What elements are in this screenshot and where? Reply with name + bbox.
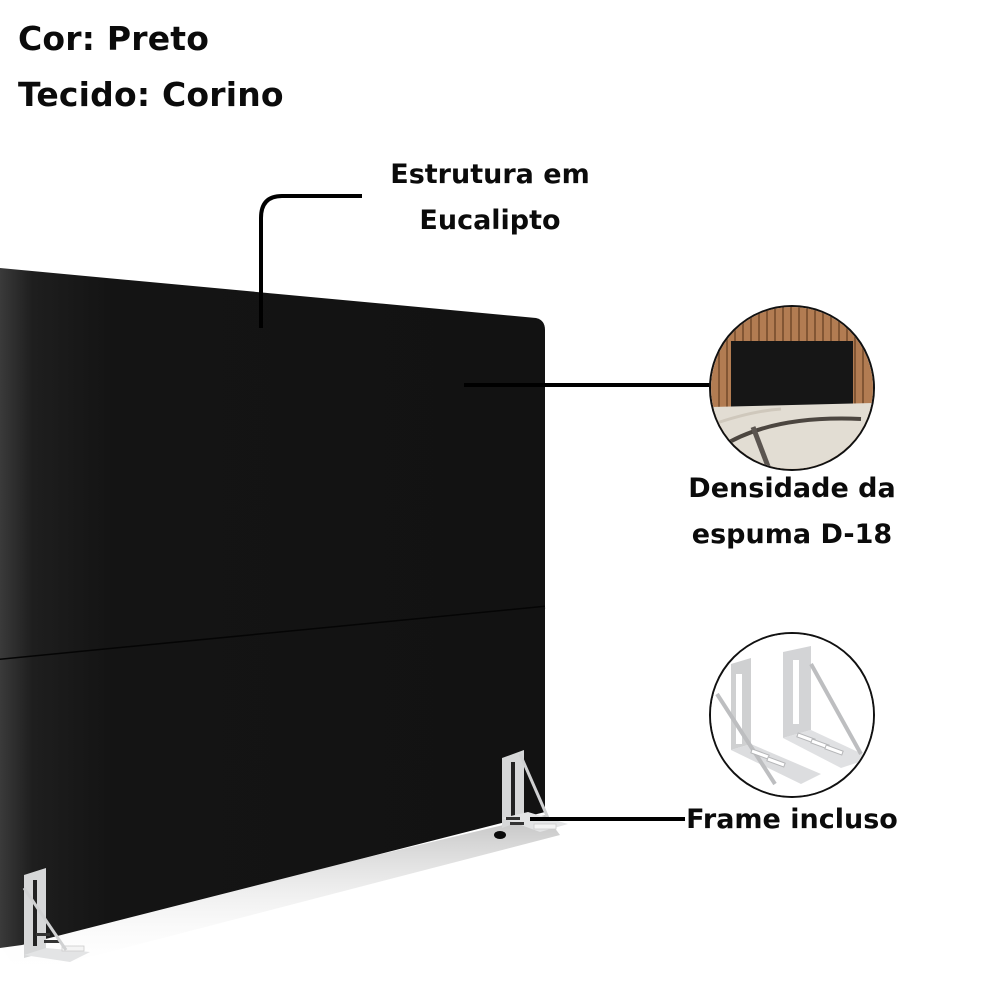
frame-brackets-thumbnail: [709, 632, 875, 798]
headboard-upper-panel: [0, 268, 545, 660]
foam-callout-label: Densidade da espuma D-18: [668, 466, 916, 558]
floor-shadow: [0, 815, 560, 975]
frame-label-line1: Frame incluso: [686, 804, 898, 835]
structure-label-line2: Eucalipto: [419, 205, 561, 236]
fabric-spec: Tecido: Corino: [18, 75, 284, 114]
frame-callout-label: Frame incluso: [672, 797, 912, 843]
headboard-room-thumbnail: [709, 305, 875, 471]
foam-label-line2: espuma D-18: [691, 519, 893, 550]
frame-bracket-left: [22, 868, 90, 962]
frame-bracket-right: [502, 750, 568, 832]
headboard-lower-panel: [0, 607, 545, 948]
callout-line-structure: [259, 194, 362, 328]
foam-label-line1: Densidade da: [688, 473, 896, 504]
headboard-in-bedroom-icon: [711, 307, 873, 469]
color-spec: Cor: Preto: [18, 19, 210, 58]
structure-callout-label: Estrutura em Eucalipto: [352, 152, 628, 244]
metal-frame-brackets-icon: [711, 634, 873, 796]
structure-label-line1: Estrutura em: [390, 159, 590, 190]
headboard-foot: [494, 831, 506, 839]
